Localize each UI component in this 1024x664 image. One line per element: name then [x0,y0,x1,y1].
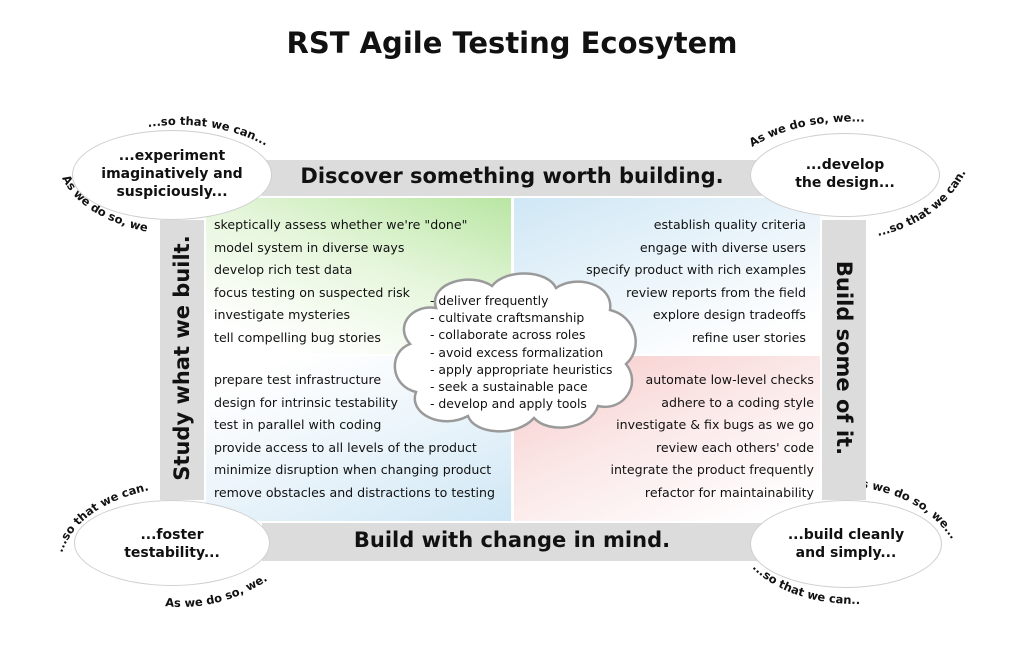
ellipse-top-right-text: ...develop the design... [750,156,940,192]
list-item: adhere to a coding style [661,394,814,410]
list-item: develop rich test data [214,262,353,278]
list-item: - collaborate across roles [430,327,586,343]
ellipse-line: suspiciously... [116,184,228,200]
list-item: minimize disruption when changing produc… [214,462,492,478]
ellipse-top-left [72,130,272,220]
ellipse-top-right [750,133,940,217]
list-item: refactor for maintainability [644,484,814,500]
quadrant-top-right-list: establish quality criteria engage with d… [560,214,806,350]
ellipse-line: ...build cleanly [787,527,905,543]
right-bar-label: Build some of it. [832,260,856,456]
cloud-list: - deliver frequently - cultivate craftsm… [430,292,612,412]
bottom-bar-label: Build with change in mind. [353,528,671,552]
quadrant-top-left-list: skeptically assess whether we're "done" … [214,214,467,350]
list-item: integrate the product frequently [610,462,814,478]
list-item: refine user stories [692,329,806,345]
list-item: automate low-level checks [645,372,814,387]
list-item: specify product with rich examples [586,262,806,278]
list-item: prepare test infrastructure [214,372,382,387]
list-item: focus testing on suspected risk [214,284,410,300]
ellipse-bottom-left [74,500,270,586]
list-item: engage with diverse users [639,239,806,255]
list-item: test in parallel with coding [214,417,382,433]
list-item: provide access to all levels of the prod… [214,439,477,455]
list-item: tell compelling bug stories [214,329,381,345]
list-item: review reports from the field [626,284,806,300]
left-bar-label: Study what we built. [170,235,194,481]
ellipse-line: ...experiment [118,148,226,164]
top-bar [262,160,762,196]
ellipse-bottom-left-text: ...foster testability... [74,526,270,562]
left-bar [160,220,204,500]
curve-label-bl-so-that: ...so that we can... [0,0,150,554]
list-item: explore design tradeoffs [652,307,806,323]
diagram-title: RST Agile Testing Ecosytem [286,26,738,60]
ellipse-bottom-right [750,500,942,588]
cloud-shape [393,272,637,433]
list-item: investigate & fix bugs as we go [616,417,814,433]
list-item: skeptically assess whether we're "done" [214,217,468,232]
list-item: - seek a sustainable pace [430,378,588,394]
ellipse-line: testability... [124,545,220,561]
right-bar [822,220,866,500]
quadrant-bottom-left-list: prepare test infrastructure design for i… [214,369,495,505]
quadrant-bottom-right-list: automate low-level checks adhere to a co… [560,369,814,505]
ellipse-line: ...foster [140,527,204,543]
list-item: remove obstacles and distractions to tes… [214,484,495,500]
ellipse-top-left-text: ...experiment imaginatively and suspicio… [72,147,272,201]
list-item: - deliver frequently [430,293,549,308]
ellipse-line: and simply... [795,545,897,561]
list-item: investigate mysteries [214,307,351,323]
list-item: design for intrinsic testability [214,394,398,410]
list-item: - apply appropriate heuristics [430,361,613,377]
ellipse-bottom-right-text: ...build cleanly and simply... [750,526,942,562]
bottom-bar [262,523,762,561]
ellipse-line: imaginatively and [101,166,243,182]
list-item: establish quality criteria [653,217,806,232]
top-bar-label: Discover something worth building. [300,164,724,188]
list-item: - cultivate craftsmanship [430,310,585,326]
list-item: model system in diverse ways [214,239,405,255]
list-item: - avoid excess formalization [430,344,604,360]
ellipse-line: the design... [795,175,895,191]
ellipse-line: ...develop [805,157,885,173]
list-item: review each others' code [656,439,814,455]
list-item: - develop and apply tools [430,396,587,412]
